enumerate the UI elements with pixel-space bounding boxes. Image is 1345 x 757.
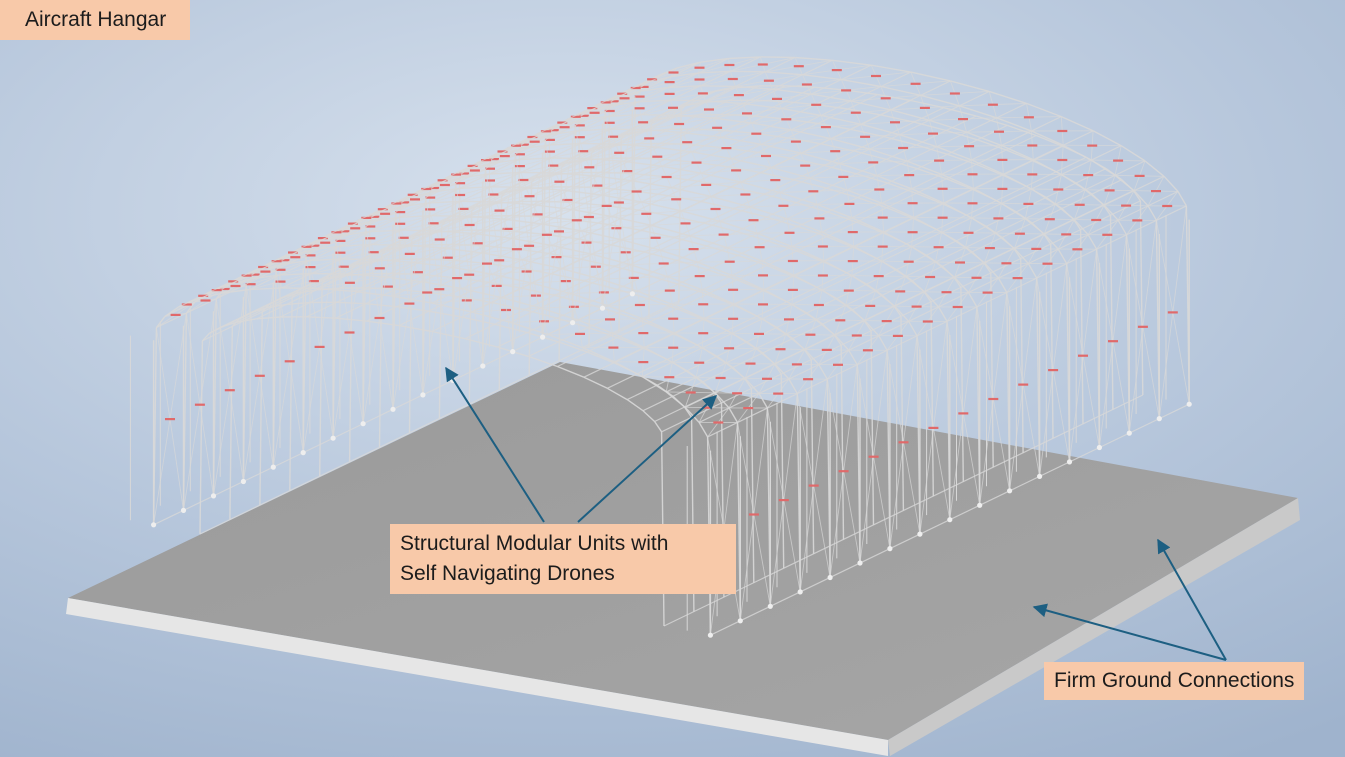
callout-modular-units: Structural Modular Units with Self Navig… — [390, 524, 736, 594]
leader-line-modular-right — [577, 395, 718, 523]
callout-ground-connections: Firm Ground Connections — [1044, 662, 1305, 700]
callout-modular-units-line-1: Structural Modular Units with — [400, 532, 669, 555]
leader-line-ground-left — [1032, 603, 1227, 661]
leader-line-ground-right — [1157, 538, 1227, 661]
page-title: Aircraft Hangar — [0, 0, 191, 40]
callout-modular-units-line-2: Self Navigating Drones — [400, 562, 615, 585]
leader-line-modular-left — [445, 366, 545, 523]
leader-lines — [445, 366, 1227, 661]
space-frame-structure — [129, 56, 1192, 638]
